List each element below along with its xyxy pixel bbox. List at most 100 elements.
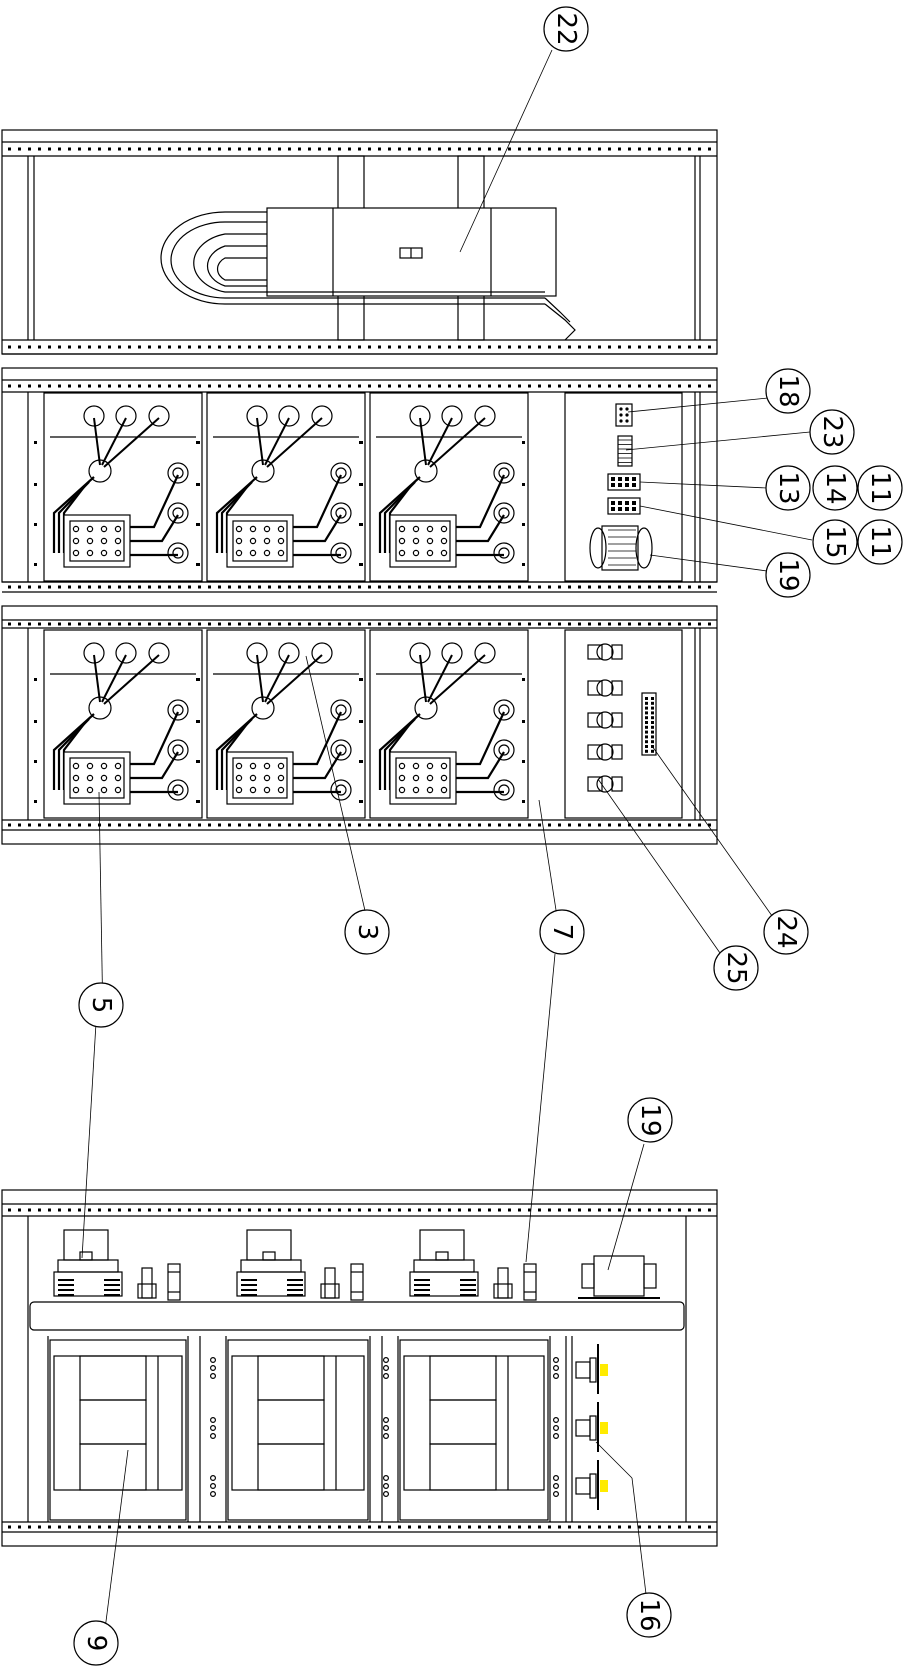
rail-hole <box>418 147 421 151</box>
rail-hole <box>228 384 231 388</box>
rail-hole <box>558 622 561 626</box>
rail-hole <box>538 1208 541 1212</box>
rail-hole <box>208 147 211 151</box>
rail-hole <box>488 345 491 349</box>
rail-hole <box>178 1525 181 1529</box>
rail-hole <box>688 345 691 349</box>
rail-hole <box>288 345 291 349</box>
rail-hole <box>588 384 591 388</box>
rail-hole <box>378 1208 381 1212</box>
rail-hole <box>478 823 481 827</box>
rail-hole <box>458 1208 461 1212</box>
rail-hole <box>698 622 701 626</box>
rail-hole <box>138 622 141 626</box>
rail-hole <box>558 384 561 388</box>
rail-hole <box>658 384 661 388</box>
rail-hole <box>68 823 71 827</box>
callout-25-label: 25 <box>721 951 751 984</box>
rail-hole <box>188 585 191 589</box>
rail-hole <box>118 622 121 626</box>
rail-hole <box>168 147 171 151</box>
rail-hole <box>278 823 281 827</box>
rail-hole <box>168 345 171 349</box>
rail-hole <box>508 585 511 589</box>
rail-hole <box>608 622 611 626</box>
rail-hole <box>238 147 241 151</box>
rail-hole <box>108 585 111 589</box>
rail-hole <box>208 1525 211 1529</box>
rail-hole <box>398 384 401 388</box>
rail-hole <box>288 1525 291 1529</box>
rail-hole <box>218 147 221 151</box>
rail-hole <box>708 1208 711 1212</box>
rail-hole <box>178 585 181 589</box>
rail-hole <box>598 1208 601 1212</box>
rail-hole <box>378 823 381 827</box>
rail-hole <box>588 585 591 589</box>
callout-25: 25 <box>713 945 759 991</box>
rail-hole <box>658 823 661 827</box>
rail-hole <box>488 147 491 151</box>
rail-hole <box>158 345 161 349</box>
rail-hole <box>208 585 211 589</box>
rail-hole <box>18 147 21 151</box>
rail-hole <box>558 1208 561 1212</box>
rail-hole <box>28 147 31 151</box>
rail-hole <box>688 585 691 589</box>
rail-hole <box>238 384 241 388</box>
rail-hole <box>638 147 641 151</box>
callout-22-label: 22 <box>551 12 581 45</box>
rail-hole <box>308 622 311 626</box>
rail-hole <box>118 345 121 349</box>
rail-hole <box>488 384 491 388</box>
rail-hole <box>308 147 311 151</box>
rail-hole <box>408 585 411 589</box>
rail-hole <box>658 622 661 626</box>
rail-hole <box>108 823 111 827</box>
rail-hole <box>368 1208 371 1212</box>
rail-hole <box>528 585 531 589</box>
indicator-lamp <box>575 1344 608 1394</box>
contactor-side-view <box>53 1229 181 1301</box>
rail-hole <box>548 1208 551 1212</box>
rail-hole <box>208 1208 211 1212</box>
rail-hole <box>458 585 461 589</box>
rail-hole <box>638 345 641 349</box>
rail-hole <box>188 384 191 388</box>
rail-hole <box>708 384 711 388</box>
control-panel-1 <box>564 392 683 582</box>
rail-hole <box>708 345 711 349</box>
rail-hole <box>238 1208 241 1212</box>
rail-hole <box>568 1208 571 1212</box>
rail-hole <box>228 585 231 589</box>
rail-hole <box>448 585 451 589</box>
rail-hole <box>238 1525 241 1529</box>
rail-hole <box>138 147 141 151</box>
rail-hole <box>128 585 131 589</box>
rail-hole <box>268 345 271 349</box>
rail-hole <box>88 823 91 827</box>
relay-unit <box>587 743 623 761</box>
rail-hole <box>638 1525 641 1529</box>
callout-24-label: 24 <box>771 915 801 948</box>
rail-hole <box>268 622 271 626</box>
rail-hole <box>408 384 411 388</box>
rail-hole <box>248 622 251 626</box>
rail-hole <box>398 345 401 349</box>
rail-hole <box>668 823 671 827</box>
rail-hole <box>88 384 91 388</box>
rail-hole <box>528 147 531 151</box>
rail-hole <box>578 1525 581 1529</box>
middle-section-frame <box>1 367 718 593</box>
rail-hole <box>578 384 581 388</box>
rail-hole <box>298 1208 301 1212</box>
rail-hole <box>8 1208 11 1212</box>
rail-hole <box>218 585 221 589</box>
rail-hole <box>18 622 21 626</box>
rail-hole <box>468 585 471 589</box>
rail-hole <box>528 1525 531 1529</box>
callout-13-label: 13 <box>773 471 803 504</box>
rail-hole <box>478 345 481 349</box>
rail-hole <box>358 384 361 388</box>
rail-hole <box>538 147 541 151</box>
